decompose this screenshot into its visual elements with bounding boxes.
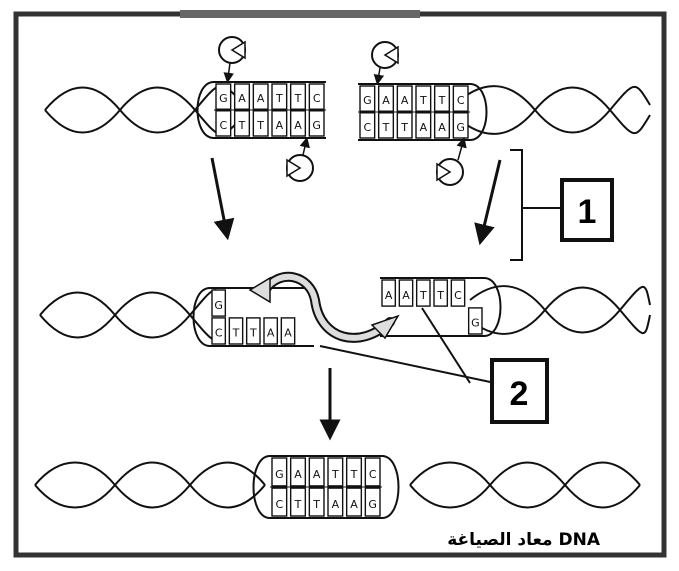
base-label: A [350,498,358,511]
base-label: C [215,327,223,340]
enzyme-icon [372,42,398,80]
base-label: T [400,121,408,134]
base-label: C [313,92,321,105]
base-label: C [219,119,227,132]
base-label: C [275,498,283,511]
base-label: T [249,327,257,340]
helix-right-top [460,86,650,134]
base-label: A [385,289,393,302]
base-label: T [331,468,339,481]
base-label: G [312,119,321,132]
base-label: G [214,299,223,312]
base-label: A [420,121,428,134]
base-label: A [401,94,409,107]
base-label: C [457,94,465,107]
label-text-1: 1 [578,193,597,231]
base-label: T [436,289,444,302]
base-label: T [438,94,446,107]
base-label: G [471,317,480,330]
base-label: T [238,119,246,132]
label-text-2: 2 [510,375,529,413]
arrow-down-right [482,160,500,235]
helix-bottom-right [410,463,640,508]
caption: معاد الصياغة DNA [447,530,601,550]
base-label: A [294,119,302,132]
base-label: T [312,498,320,511]
base-label: A [438,121,446,134]
base-label: A [382,94,390,107]
base-label: T [294,498,302,511]
label-box-1: 1 [562,180,612,240]
helix-left-top [45,86,240,134]
base-label: A [402,289,410,302]
base-label: A [294,468,302,481]
base-label: A [332,498,340,511]
base-label: G [368,498,377,511]
base-label: T [419,94,427,107]
base-label: A [276,119,284,132]
base-label: G [456,121,465,134]
base-label: C [363,121,371,134]
base-label: T [275,92,283,105]
enzyme-icon [287,142,313,181]
enzyme-icon [219,37,245,78]
base-label: A [257,92,265,105]
base-label: G [363,94,372,107]
base-label: T [350,468,358,481]
base-label: A [267,327,275,340]
enzyme-icon [437,142,463,185]
base-label: T [232,327,240,340]
arrow-down-left [212,158,226,230]
base-label: T [256,119,264,132]
base-label: A [313,468,321,481]
helix-bottom-left [35,463,265,508]
scan-strip [180,10,420,18]
base-label: T [419,289,427,302]
label-box-2: 2 [492,360,547,422]
base-label: A [238,92,246,105]
bracket-label-1 [510,150,560,260]
base-label: G [275,468,284,481]
base-label: T [382,121,390,134]
base-label: C [454,289,462,302]
base-label: T [294,92,302,105]
base-label: A [284,327,292,340]
base-label: G [219,92,228,105]
base-label: C [369,468,377,481]
